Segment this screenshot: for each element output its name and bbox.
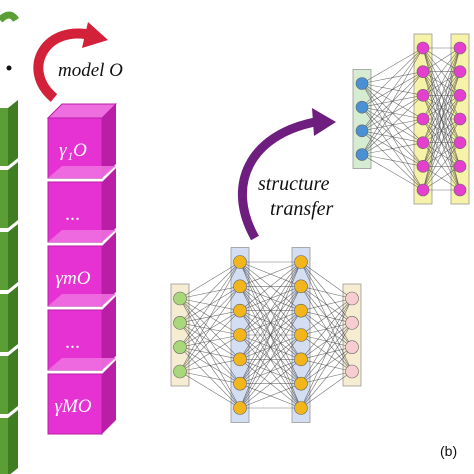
layer-band — [170, 283, 190, 387]
network-node — [294, 376, 308, 391]
gamma-cube: ... — [47, 296, 116, 371]
network-node — [355, 100, 369, 114]
layer-band — [342, 283, 362, 387]
green-cube — [0, 286, 18, 352]
network-node — [416, 136, 430, 149]
network-node — [453, 65, 467, 78]
network-node — [453, 41, 467, 55]
gamma-cube-label: ... — [66, 203, 81, 225]
network-node — [294, 279, 308, 294]
network-node — [294, 303, 308, 318]
network-node — [294, 328, 308, 342]
top-green-arrow — [0, 11, 20, 23]
network-node — [345, 340, 359, 354]
network-node — [294, 401, 308, 415]
network-node — [233, 352, 247, 367]
model-arrow — [33, 22, 108, 102]
green-cube — [0, 348, 18, 414]
model-label: model O — [58, 60, 123, 81]
network-node — [355, 124, 369, 138]
gamma-cube-label: ... — [66, 331, 81, 353]
gamma-cube-stack: γ₁O... γmO... γMO — [46, 103, 118, 435]
network-node — [233, 279, 247, 294]
network-node — [416, 65, 430, 78]
network-node — [453, 89, 467, 102]
green-cube — [0, 410, 18, 474]
network-node — [173, 364, 187, 379]
network-node — [233, 376, 247, 391]
network-node — [355, 77, 369, 90]
structure-transfer-arrow — [237, 108, 336, 241]
network-node — [355, 148, 369, 161]
gamma-cube: γMO — [47, 360, 116, 435]
network-node — [453, 136, 467, 149]
large-neural-network — [170, 247, 362, 423]
dot-marker — [6, 65, 12, 71]
gamma-cube-label: γmO — [56, 268, 91, 289]
gamma-cube-label: γMO — [54, 396, 91, 417]
transfer-label-line1: structure — [258, 173, 330, 195]
panel-label: (b) — [440, 443, 457, 459]
network-node — [173, 340, 187, 354]
network-node — [345, 291, 359, 306]
network-node — [294, 352, 308, 367]
network-node — [453, 112, 467, 126]
gamma-cube: γmO — [47, 232, 116, 307]
network-node — [294, 255, 308, 269]
network-node — [345, 364, 359, 379]
green-cube — [0, 224, 18, 290]
network-node — [345, 316, 359, 330]
network-edges — [361, 47, 461, 191]
network-node — [416, 89, 430, 102]
green-cube-stack — [0, 100, 18, 474]
network-node — [233, 401, 247, 415]
gamma-cube: ... — [47, 168, 116, 243]
network-node — [453, 160, 467, 173]
network-node — [416, 112, 430, 126]
green-cube — [0, 162, 18, 228]
network-node — [416, 160, 430, 173]
network-edges — [179, 261, 353, 409]
network-node — [233, 328, 247, 342]
green-cube — [0, 100, 18, 166]
network-node — [453, 183, 467, 197]
transfer-label-line2: transfer — [270, 198, 334, 220]
gamma-cube: γ₁O — [47, 104, 116, 179]
network-node — [233, 303, 247, 318]
network-node — [416, 183, 430, 197]
network-node — [173, 316, 187, 330]
network-node — [173, 291, 187, 306]
network-node — [416, 41, 430, 55]
gamma-cube-label: γ₁O — [59, 140, 87, 161]
network-node — [233, 255, 247, 269]
small-neural-network — [352, 33, 470, 205]
